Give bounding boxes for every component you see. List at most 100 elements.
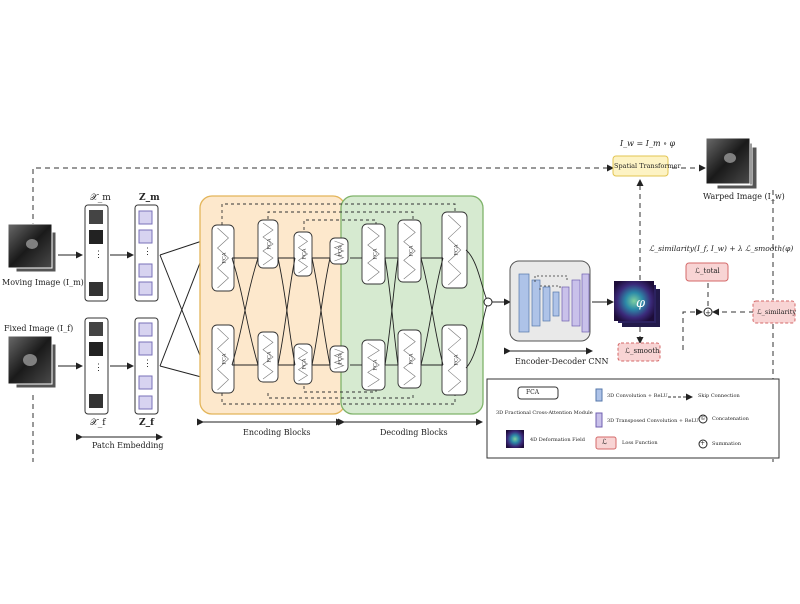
- fca-block-group: [211, 211, 468, 396]
- xf-label: 𝒳_f: [90, 418, 106, 428]
- spatial-transformer-label: Spatial Transformer: [614, 162, 681, 170]
- fixed-patch-column: [84, 317, 109, 415]
- legend-fca-symbol: FCA: [526, 389, 540, 396]
- cnn-conv-layer: [518, 273, 530, 333]
- cnn-conv-layer: [542, 286, 551, 322]
- fca-label: FCA: [266, 351, 273, 363]
- l-total-label: ℒ_total: [695, 267, 720, 275]
- warped-image-label: Warped Image (I_w): [703, 192, 785, 201]
- moving-image-bypass-line: [32, 164, 614, 228]
- fixed-embedding-ellipsis: ⋮: [143, 359, 152, 369]
- fca-helix-icon: [262, 334, 274, 380]
- fca-helix-icon: [297, 346, 309, 382]
- fca-label: FCA: [301, 358, 308, 370]
- zm-label: Z_m: [139, 193, 160, 203]
- fca-helix-icon: [297, 234, 309, 274]
- legend-loss-symbol: ℒ: [602, 438, 608, 446]
- l-smooth-label: ℒ_smooth: [625, 347, 660, 355]
- fca-helix-icon: [367, 226, 380, 282]
- block-connections: [231, 249, 488, 369]
- legend-deform: 4D Deformation Field: [530, 437, 585, 443]
- fixed-embedding-column: [134, 317, 159, 415]
- loss-equation: ℒ_similarity(I_f, I_w) + λ ℒ_smooth(φ): [649, 244, 794, 253]
- fca-label: FCA: [301, 248, 308, 260]
- fca-label: FCA: [221, 252, 228, 264]
- cnn-conv-layer: [531, 279, 541, 327]
- fca-label: FCA: [221, 353, 228, 365]
- spatial-transformer-box: [612, 155, 669, 177]
- fca-label: FCA: [266, 238, 273, 250]
- fca-label: FCA: [452, 354, 459, 366]
- warped-image-stack: [705, 137, 758, 190]
- encoder-decoder-label: Encoder-Decoder CNN: [515, 357, 609, 366]
- legend-tconv: 3D Transposed Convolution + ReLU: [607, 418, 699, 424]
- moving-patch-column: [84, 204, 109, 302]
- fca-block: [293, 231, 313, 277]
- fca-helix-icon: [403, 332, 416, 386]
- fca-helix-icon: [217, 327, 229, 391]
- fca-helix-icon: [333, 348, 345, 370]
- deformation-field-phi: [614, 281, 660, 327]
- fca-label: FCA: [371, 359, 378, 371]
- cnn-tconv-layer: [561, 286, 570, 322]
- concat-node: [483, 297, 493, 307]
- input-crossing-lines: [159, 239, 206, 379]
- legend: [486, 378, 780, 459]
- zf-label: Z_f: [139, 418, 154, 428]
- fca-helix-icon: [447, 327, 462, 393]
- legend-skip: Skip Connection: [698, 393, 740, 399]
- legend-conv: 3D Convolution + ReLU: [607, 393, 668, 399]
- fixed-patch-ellipsis: ⋮: [94, 363, 103, 373]
- decoding-blocks-label: Decoding Blocks: [380, 428, 448, 437]
- legend-concat: Concatenation: [712, 416, 749, 422]
- fca-helix-icon: [447, 214, 462, 286]
- moving-embedding-column: [134, 204, 159, 302]
- fixed-image-stack: [7, 335, 57, 389]
- cnn-tconv-layer: [581, 273, 590, 333]
- svg-text:+: +: [705, 309, 711, 317]
- phi-symbol: φ: [636, 296, 646, 311]
- legend-loss-fn: Loss Function: [622, 440, 658, 446]
- fca-block: [397, 219, 422, 283]
- legend-sum-symbol: +: [700, 440, 706, 447]
- fca-block: [361, 223, 386, 285]
- encoding-blocks-label: Encoding Blocks: [243, 428, 311, 437]
- fixed-image-label: Fixed Image (I_f): [4, 324, 74, 333]
- fca-block: [257, 219, 279, 269]
- l-total-box: [685, 262, 729, 282]
- fca-label: FCA: [452, 244, 459, 256]
- fca-block: [441, 211, 468, 289]
- fca-helix-icon: [333, 240, 345, 262]
- fca-helix-icon: [217, 227, 229, 289]
- cnn-tconv-layer: [571, 279, 581, 327]
- fca-block: [257, 331, 279, 383]
- legend-concat-symbol: ©: [700, 415, 706, 422]
- legend-sum: Summation: [712, 441, 741, 447]
- legend-fca-module: 3D Fractional Cross-Attention Module: [496, 410, 593, 416]
- fca-label: FCA: [337, 245, 344, 257]
- moving-patch-ellipsis: ⋮: [94, 250, 103, 260]
- xm-label: 𝒳_m: [90, 193, 111, 203]
- phi-connections: [636, 164, 774, 462]
- fca-helix-icon: [403, 222, 416, 280]
- fca-block: [397, 329, 422, 389]
- fca-label: FCA: [371, 248, 378, 260]
- l-similarity-label: ℒ_similarity: [757, 308, 797, 316]
- moving-image-label: Moving Image (I_m): [2, 278, 84, 287]
- fca-label: FCA: [337, 353, 344, 365]
- warp-equation: I_w = I_m ∘ φ: [620, 139, 676, 148]
- moving-image-stack: [7, 223, 57, 273]
- fca-label: FCA: [407, 245, 414, 257]
- fca-helix-icon: [262, 222, 274, 266]
- sum-node: [703, 307, 713, 317]
- l-similarity-box: [752, 300, 796, 324]
- patch-embedding-label: Patch Embedding: [92, 441, 164, 450]
- l-smooth-box: [617, 342, 661, 362]
- encoder-decoder-cnn: [509, 260, 591, 342]
- fca-helix-icon: [367, 342, 380, 388]
- fca-label: FCA: [407, 353, 414, 365]
- moving-embedding-ellipsis: ⋮: [143, 247, 152, 257]
- cnn-conv-layer: [552, 291, 560, 317]
